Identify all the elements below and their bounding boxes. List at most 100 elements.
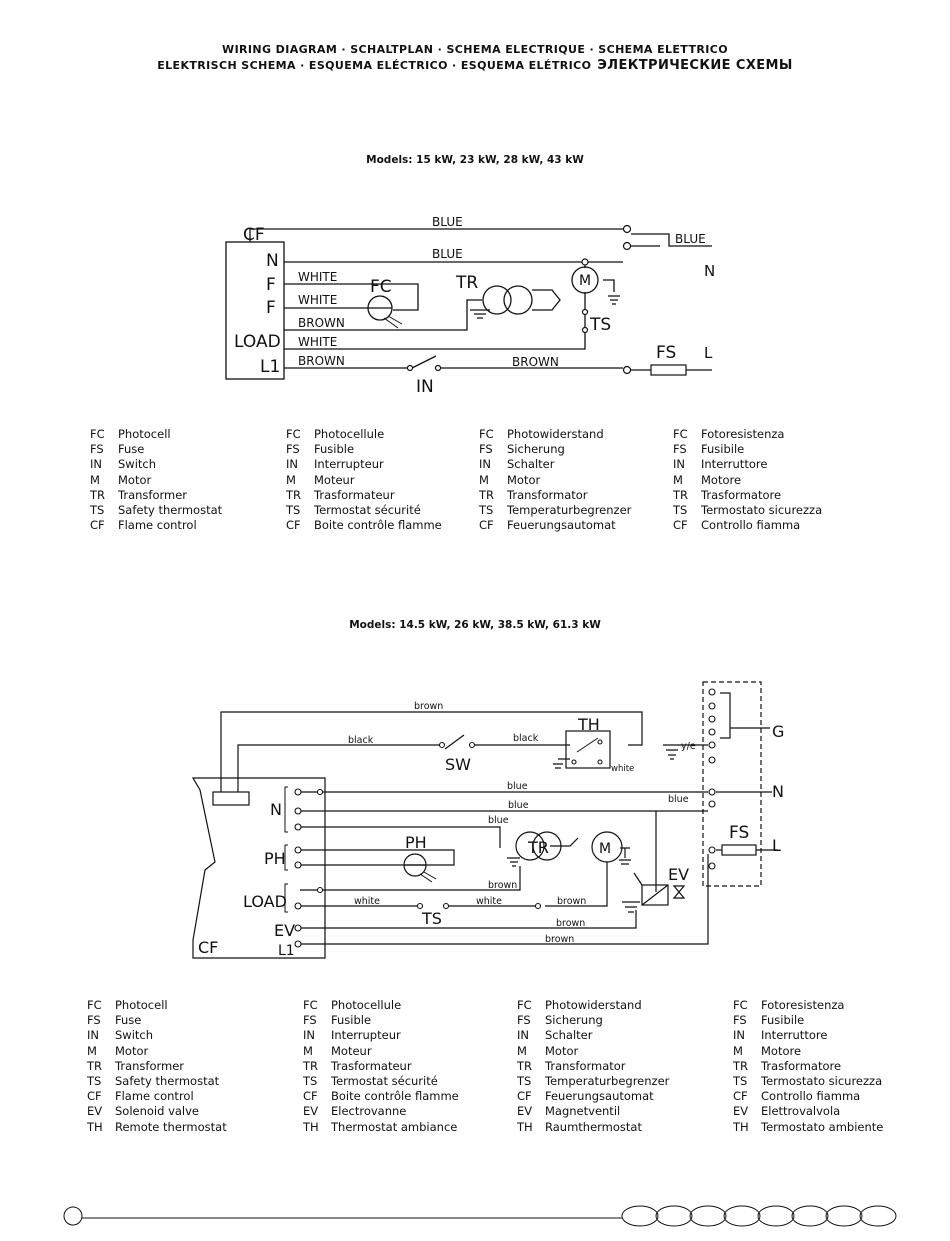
wire2-black-2: black [513,733,539,744]
legend-code: IN [517,1028,529,1043]
legend-code: TR [303,1058,319,1073]
legend-text: Remote thermostat [115,1119,227,1134]
wire2-blue-2: blue [508,800,529,811]
wire-blue-mid: BLUE [432,247,463,261]
legend-text: Moteur [331,1043,372,1058]
legend-code: M [673,472,683,487]
legend-text: Temperaturbegrenzer [507,502,632,517]
legend-text: Transformator [507,487,588,502]
label2-l-out: L [772,836,781,855]
legend-text: Trasformatore [761,1058,842,1073]
legend-code: FS [90,442,104,457]
legend-item: IN Interrupteur [303,1028,459,1043]
label2-load-left: LOAD [243,892,287,911]
legend-code: FS [87,1013,101,1028]
legend-code: CF [479,518,494,533]
legend-text: Photocell [118,427,171,441]
legend-text: Controllo fiamma [761,1089,861,1104]
legend-code: TS [479,502,494,517]
legend-item: TS Termostat sécurité [286,503,442,518]
legend-text: Photowiderstand [507,427,604,441]
legend-text: Transformer [115,1058,185,1073]
header-line-2-text: ELEKTRISCH SCHEMA · ESQUEMA ELÉCTRICO · … [157,59,592,72]
legend-text: Safety thermostat [118,502,223,517]
label2-cf: CF [198,938,218,957]
legend-text: Motor [545,1043,579,1058]
legend-text: Solenoid valve [115,1104,200,1119]
wire2-white-th: white [611,764,634,774]
legend-code: TS [87,1073,102,1088]
wire-white-2: WHITE [298,293,337,307]
wire-blue-top: BLUE [432,215,463,229]
legend-code: CF [87,1089,102,1104]
legend-code: TR [87,1058,103,1073]
legend-code: TS [286,502,301,517]
legend-text: Fuse [118,442,145,457]
legend-code: TR [90,487,106,502]
legend-code: CF [303,1089,318,1104]
legend-text: Moteur [314,472,355,487]
label-m: M [579,273,591,289]
wire2-brown-top: brown [414,701,443,712]
legend-code: IN [87,1028,99,1043]
legend-code: M [517,1043,527,1058]
transformer-tr-2 [515,831,562,861]
legend-code: IN [303,1028,315,1043]
legend-text: Termostat sécurité [314,502,421,517]
label2-ph: PH [405,833,427,852]
label2-n-left: N [270,800,282,819]
wire2-white-b: white [476,896,502,907]
label-n: N [266,251,279,271]
wire2-brown-tr: brown [488,880,517,891]
label2-m: M [599,841,611,857]
label2-tr: TR [527,838,549,857]
fuse-fs-2 [721,844,757,856]
legend-text: Raumthermostat [545,1119,642,1134]
diagram2-title: Models: 14.5 kW, 26 kW, 38.5 kW, 61.3 kW [349,619,601,631]
legend-code: CF [286,518,301,533]
legend-text: Photocell [115,998,168,1012]
legend-code: IN [733,1028,745,1043]
legend-text: Interrupteur [331,1028,401,1043]
wiring-diagram-2: TH SW G N L FS N PH LOAD EV L1 CF PH TR … [191,681,784,959]
header-line-2-ru: ЭЛЕКТРИЧЕСКИЕ СХЕМЫ [597,58,793,73]
wire2-ye: y/e [681,741,696,752]
label-fs: FS [656,343,676,363]
wiring-diagram-1: CF N F F LOAD L1 FC TR TS FS IN N L M BL… [225,215,715,397]
wire-brown-1: BROWN [298,316,345,330]
label2-fs: FS [729,823,749,843]
legend-code: M [90,472,100,487]
legend-text: Motor [507,472,541,487]
legend-text: Photocellule [331,998,402,1012]
wire-white-1: WHITE [298,270,337,284]
wire-blue-right: BLUE [675,232,706,246]
legend-item: TS Temperaturbegrenzer [479,503,631,518]
legend-code: EV [303,1104,319,1119]
legend-text: Transformator [545,1058,626,1073]
legend-item: FS Fuse [90,442,222,457]
